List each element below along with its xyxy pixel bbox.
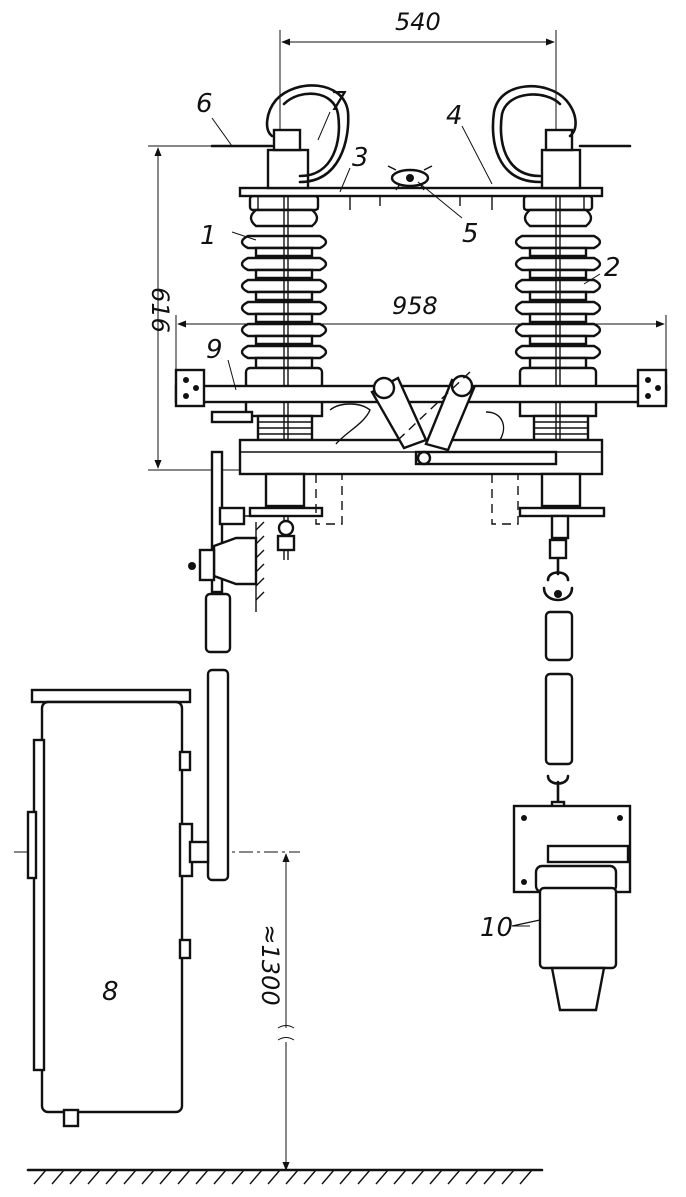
- motor-actuator: [511, 804, 632, 1012]
- callout-labels: 1 2 3 4 5 6 7 8 9 10: [102, 87, 621, 1007]
- dimension-1300: ≈1300: [14, 851, 300, 1171]
- right-insulator: [514, 140, 602, 540]
- callout-1: 1: [200, 221, 217, 251]
- leader-lines: [211, 111, 601, 927]
- ground-line: [26, 1168, 544, 1185]
- callout-8: 8: [102, 977, 119, 1007]
- callout-4: 4: [446, 101, 463, 131]
- dimension-540: 540: [279, 8, 557, 150]
- callout-9: 9: [206, 335, 223, 365]
- callout-10: 10: [480, 913, 513, 943]
- callout-2: 2: [604, 253, 621, 283]
- dimension-958-label: 958: [392, 292, 438, 320]
- callout-6: 6: [196, 89, 213, 119]
- contact-blades: [210, 84, 632, 210]
- drive-rod: [542, 538, 574, 828]
- lower-shafts: [188, 450, 606, 882]
- dimension-616-label: 616: [146, 287, 174, 333]
- control-cabinet: [26, 688, 210, 1128]
- callout-7: 7: [330, 87, 347, 117]
- dimension-540-label: 540: [395, 8, 441, 36]
- callout-3: 3: [352, 143, 369, 173]
- dimension-1300-label: ≈1300: [256, 924, 284, 1005]
- callout-5: 5: [462, 219, 479, 249]
- dimension-616: 616: [146, 145, 272, 471]
- base-frame: [174, 368, 668, 476]
